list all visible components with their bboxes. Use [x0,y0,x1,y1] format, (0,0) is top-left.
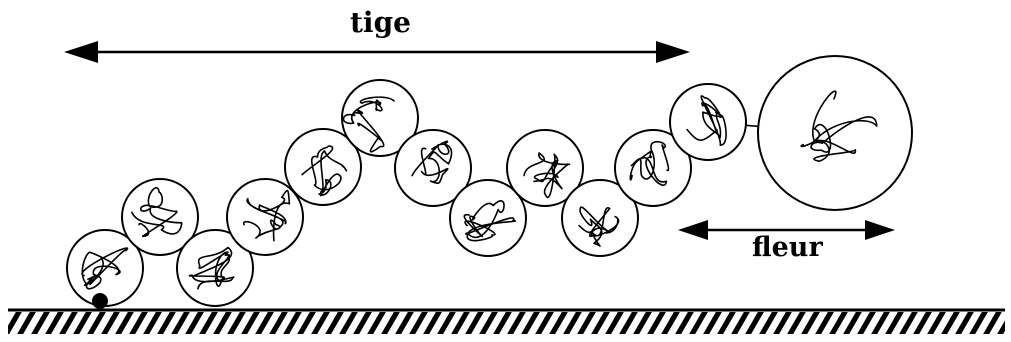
flower-squiggle [800,90,878,163]
stem-blob [284,128,362,206]
flower-label: fleur [752,232,823,263]
chain-squiggle [463,200,517,242]
blob-outline [341,79,419,157]
blob-outline [176,229,254,307]
blob-outline [449,179,527,257]
chain-squiggle [342,96,395,153]
blob-outline [561,179,639,257]
chain-squiggle [188,246,235,290]
grafting-point [92,293,108,309]
chain-squiggle [411,140,453,185]
stem-blob [66,229,144,307]
substrate-hatching [8,312,1005,334]
chain-squiggle [131,186,183,238]
stem-blob [614,129,692,207]
stem-blob [176,229,254,307]
stem-blob [669,83,747,161]
chain-squiggle [243,189,291,242]
flower-blob [757,55,913,211]
chain-squiggle [686,95,727,147]
chain-squiggle [578,206,620,247]
stem-blob [394,129,472,207]
substrate-surface [8,308,1005,334]
stem-blob [341,79,419,157]
chain-squiggle [301,145,348,197]
blob-outline [669,83,747,161]
blob-outline [121,178,199,256]
stem-blob [449,179,527,257]
blob-outline [506,129,584,207]
blob-outline [226,178,304,256]
flower-arrow [678,220,895,240]
stem-blob [226,178,304,256]
blob-outline [284,128,362,206]
chain-squiggle [523,152,571,199]
stem-blob [121,178,199,256]
stem-blobs [66,79,747,307]
stem-label: tige [350,6,411,39]
blob-outline [394,129,472,207]
stem-arrow [64,41,690,63]
chain-squiggle [81,247,129,290]
stem-blob [506,129,584,207]
chain-squiggle [629,141,670,186]
stem-blob [561,179,639,257]
